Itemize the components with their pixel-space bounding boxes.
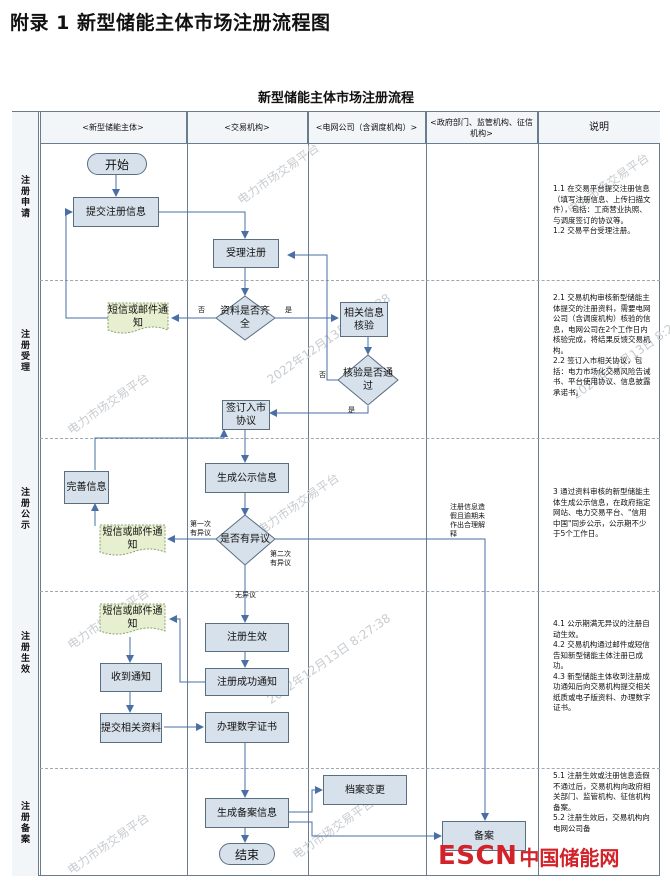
sms-notice-3: 短信或邮件通知 — [102, 606, 163, 630]
edge-label-second-dispute: 第二次有异议 — [270, 550, 291, 567]
column-divider — [538, 112, 539, 876]
dispute-decision: 是否有异议 — [220, 533, 270, 545]
digital-cert-node: 办理数字证书 — [205, 712, 289, 743]
phase-label-record: 注册备案 — [20, 802, 30, 845]
column-divider — [426, 112, 427, 876]
generate-record-node: 生成备案信息 — [205, 798, 289, 828]
column-header-grid: <电网公司（含调度机构）> — [308, 112, 426, 144]
submit-docs-node: 提交相关资料 — [100, 713, 162, 743]
column-divider — [40, 112, 41, 876]
note-apply: 1.1 在交易平台提交注册信息（填写注册信息、上传扫描文件），包括：工商营业执照… — [553, 184, 651, 235]
column-header-notes: 说明 — [538, 112, 660, 144]
start-node: 开始 — [87, 153, 147, 175]
sign-agreement-node: 签订入市协议 — [222, 400, 270, 430]
complete-decision: 资料是否齐全 — [220, 306, 270, 330]
phase-label-effective: 注册生效 — [20, 632, 30, 675]
generate-publicity-node: 生成公示信息 — [205, 463, 289, 493]
column-header-exchange: <交易机构> — [187, 112, 308, 144]
phase-separator — [40, 591, 660, 592]
note-record: 5.1 注册生效或注册信息造假不通过后，交易机构向政府相关部门、监管机构、征信机… — [553, 771, 651, 833]
edge-label-yes: 是 — [285, 306, 292, 314]
archive-change-node: 档案变更 — [323, 775, 407, 805]
column-header-storage-entity: <新型储能主体> — [40, 112, 187, 144]
edge-label-no: 否 — [319, 371, 326, 379]
accept-node: 受理注册 — [213, 239, 279, 268]
submit-info-node: 提交注册信息 — [73, 197, 159, 227]
edge-label-first-dispute: 第一次有异议 — [190, 520, 211, 537]
phase-label-accept: 注册受理 — [20, 330, 30, 373]
edge-label-gov-note: 注册信息造假且逾期未作出合理解释 — [450, 503, 485, 538]
page-title: 附录 1 新型储能主体市场注册流程图 — [10, 12, 331, 34]
column-divider — [308, 112, 309, 876]
edge-label-no: 否 — [198, 306, 205, 314]
edge-label-no-dispute: 无异议 — [235, 591, 256, 599]
edge-label-yes: 是 — [348, 406, 355, 414]
sms-notice-1: 短信或邮件通知 — [108, 305, 168, 329]
phase-label-apply: 注册申请 — [20, 176, 30, 219]
success-notice-node: 注册成功通知 — [205, 668, 289, 696]
verify-decision: 核验是否通过 — [343, 368, 393, 392]
phase-separator — [40, 438, 660, 439]
note-accept: 2.1 交易机构审核新型储能主体提交的注册资料，需要电网公司（含调度机构）核验的… — [553, 293, 651, 397]
note-publicity: 3 通过资料审核的新型储能主体生成公示信息，在政府指定网站、电力交易平台、"信用… — [553, 487, 651, 538]
improve-info-node: 完善信息 — [64, 471, 109, 504]
column-header-government: <政府部门、监管机构、征信机构> — [426, 112, 538, 144]
phase-separator — [40, 768, 660, 769]
chart-title: 新型储能主体市场注册流程 — [12, 86, 660, 112]
end-node: 结束 — [219, 843, 275, 865]
registration-effective-node: 注册生效 — [205, 623, 289, 652]
note-effective: 4.1 公示期满无异议的注册自动生效。 4.2 交易机构通过邮件或短信告知新型储… — [553, 619, 651, 712]
receive-notice-node: 收到通知 — [100, 663, 162, 692]
escn-logo: ESCN 中国储能网 — [438, 841, 620, 871]
phase-separator — [40, 280, 660, 281]
phase-column — [12, 112, 39, 876]
related-verify-node: 相关信息核验 — [340, 302, 388, 337]
phase-label-publicity: 注册公示 — [20, 488, 30, 531]
sms-notice-2: 短信或邮件通知 — [102, 527, 163, 551]
record-node: 备案 — [442, 821, 526, 851]
column-divider — [187, 112, 188, 876]
